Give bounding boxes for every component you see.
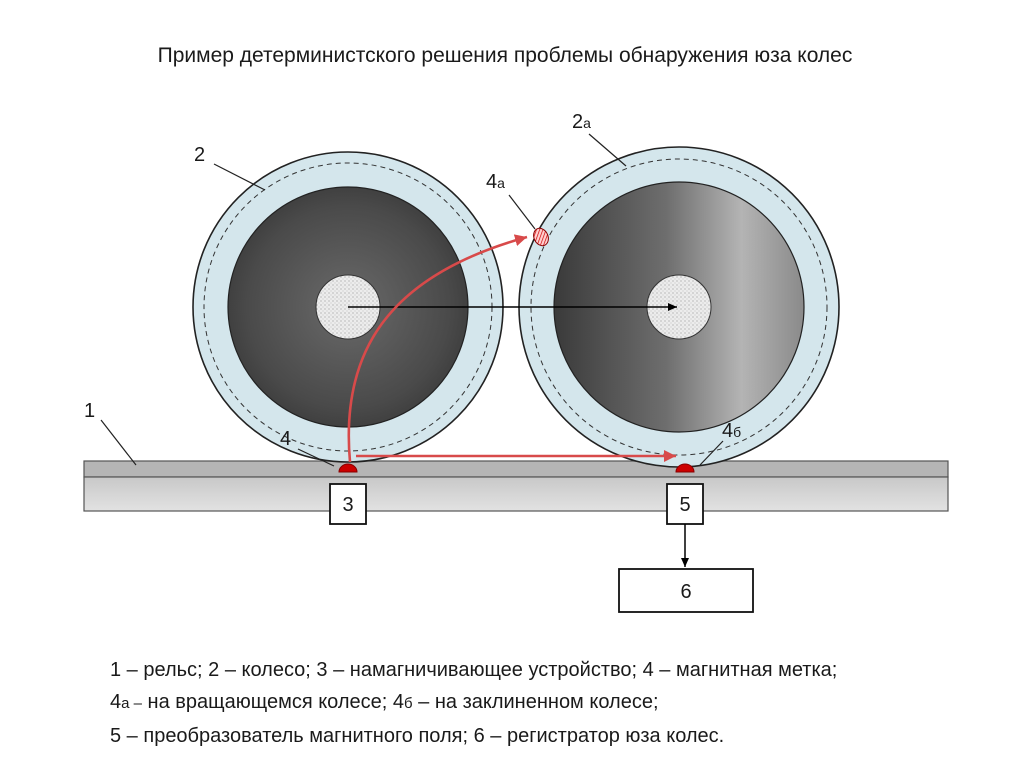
leader-wheel-2a: [588, 133, 627, 167]
leader-wheel: [213, 163, 266, 191]
legend-line-2-num: 4: [110, 691, 122, 713]
converter-box: 5: [666, 483, 704, 525]
legend-line-1: 1 – рельс; 2 – колесо; 3 – намагничивающ…: [110, 659, 838, 681]
legend-line-2-sub-b: б: [404, 695, 413, 712]
label-wheel-2a: 2а: [572, 111, 591, 133]
legend-line-2-mid: на вращающемся колесе; 4: [141, 691, 405, 713]
leader-mark-4: [297, 448, 335, 467]
diagram-title: Пример детерминистского решения проблемы…: [157, 44, 853, 67]
label-mark-4a: 4а: [486, 171, 505, 193]
label-mark-4b: 4б: [722, 420, 741, 442]
recorder-box: 6: [618, 568, 754, 613]
magnetic-mark-4a: [533, 227, 549, 247]
legend-line-2-end: – на заклиненном колесе;: [412, 691, 659, 713]
legend-line-3: 5 – преобразователь магнитного поля; 6 –…: [110, 725, 725, 747]
leader-mark-4b: [699, 440, 724, 466]
leader-mark-4a: [508, 194, 536, 230]
converter-label: 5: [679, 494, 690, 516]
legend-line-2: 4а – на вращающемся колесе; 4б – на закл…: [110, 686, 837, 720]
recorder-label: 6: [680, 581, 691, 603]
label-wheel: 2: [194, 144, 205, 166]
legend: 1 – рельс; 2 – колесо; 3 – намагничивающ…: [110, 654, 837, 752]
magnetizer-box: 3: [329, 483, 367, 525]
magnetizer-label: 3: [342, 494, 353, 516]
magnetic-mark-4b: [675, 463, 695, 473]
arrow-to-mark-4a: [347, 234, 528, 463]
leader-rail: [100, 419, 137, 466]
magnetic-mark-4: [338, 463, 358, 473]
rail: [83, 460, 949, 512]
label-rail: 1: [84, 400, 95, 422]
legend-line-2-sub-a: а –: [121, 695, 142, 712]
label-mark-4: 4: [280, 428, 291, 450]
